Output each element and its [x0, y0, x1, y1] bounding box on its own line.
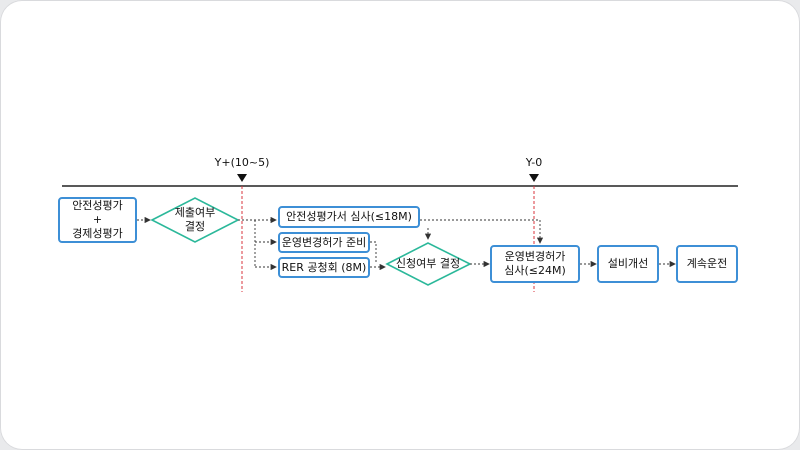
apply-decision-label: 신청여부 결정 [395, 257, 461, 270]
eval-start-box: 안전성평가 + 경제성평가 [58, 197, 137, 243]
connector-prep-to-apply [370, 241, 377, 264]
oplicense-review-box: 운영변경허가 심사(≤24M) [490, 245, 580, 283]
marker-label-y10: Y+(10~5) [214, 156, 270, 169]
marker-triangle-y10 [237, 174, 247, 182]
rer-hearing-box: RER 공청회 (8M) [278, 257, 370, 278]
connector-safety-to-review [420, 219, 544, 244]
marker-triangle-y0 [529, 174, 539, 182]
submit-decision-label: 제출여부 결정 [174, 206, 216, 233]
facility-improve-box: 설비개선 [597, 245, 659, 283]
continued-op-box: 계속운전 [676, 245, 738, 283]
safety-review-box: 안전성평가서 심사(≤18M) [278, 206, 420, 228]
marker-label-y0: Y-0 [525, 156, 543, 169]
oplicense-prep-box: 운영변경허가 준비 [278, 232, 370, 253]
